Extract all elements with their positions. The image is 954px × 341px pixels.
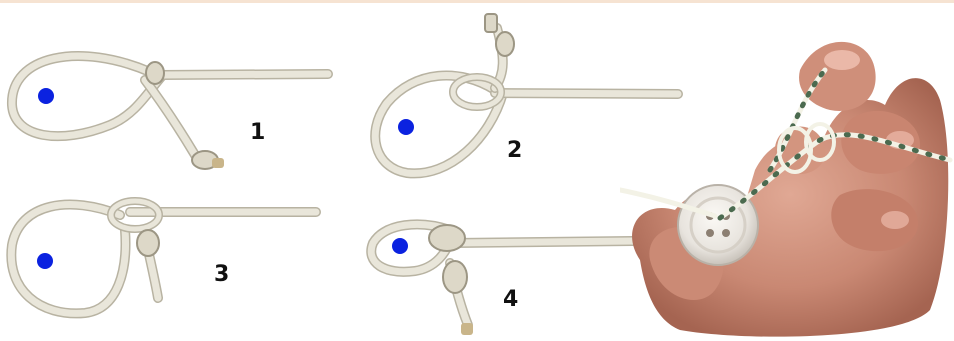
marker-dot (37, 253, 53, 269)
rope-diagram-3 (0, 185, 345, 341)
marker-dot (38, 88, 54, 104)
top-border (0, 0, 954, 3)
step-number-label: 3 (214, 262, 229, 287)
knot-step-4-illustration: 4 (355, 205, 645, 341)
step-number-label: 2 (507, 138, 522, 163)
hand-holding-button-image (620, 30, 954, 341)
marker-dot (392, 238, 408, 254)
rope-diagram-4 (355, 205, 645, 341)
button-knot-photo (620, 30, 954, 341)
step-number-label: 4 (503, 287, 518, 312)
rope-diagram-1 (0, 40, 345, 190)
marker-dot (398, 119, 414, 135)
knot-step-3-illustration: 3 (0, 185, 345, 341)
knot-step-1-illustration: 1 (0, 40, 345, 190)
step-number-label: 1 (250, 120, 265, 145)
